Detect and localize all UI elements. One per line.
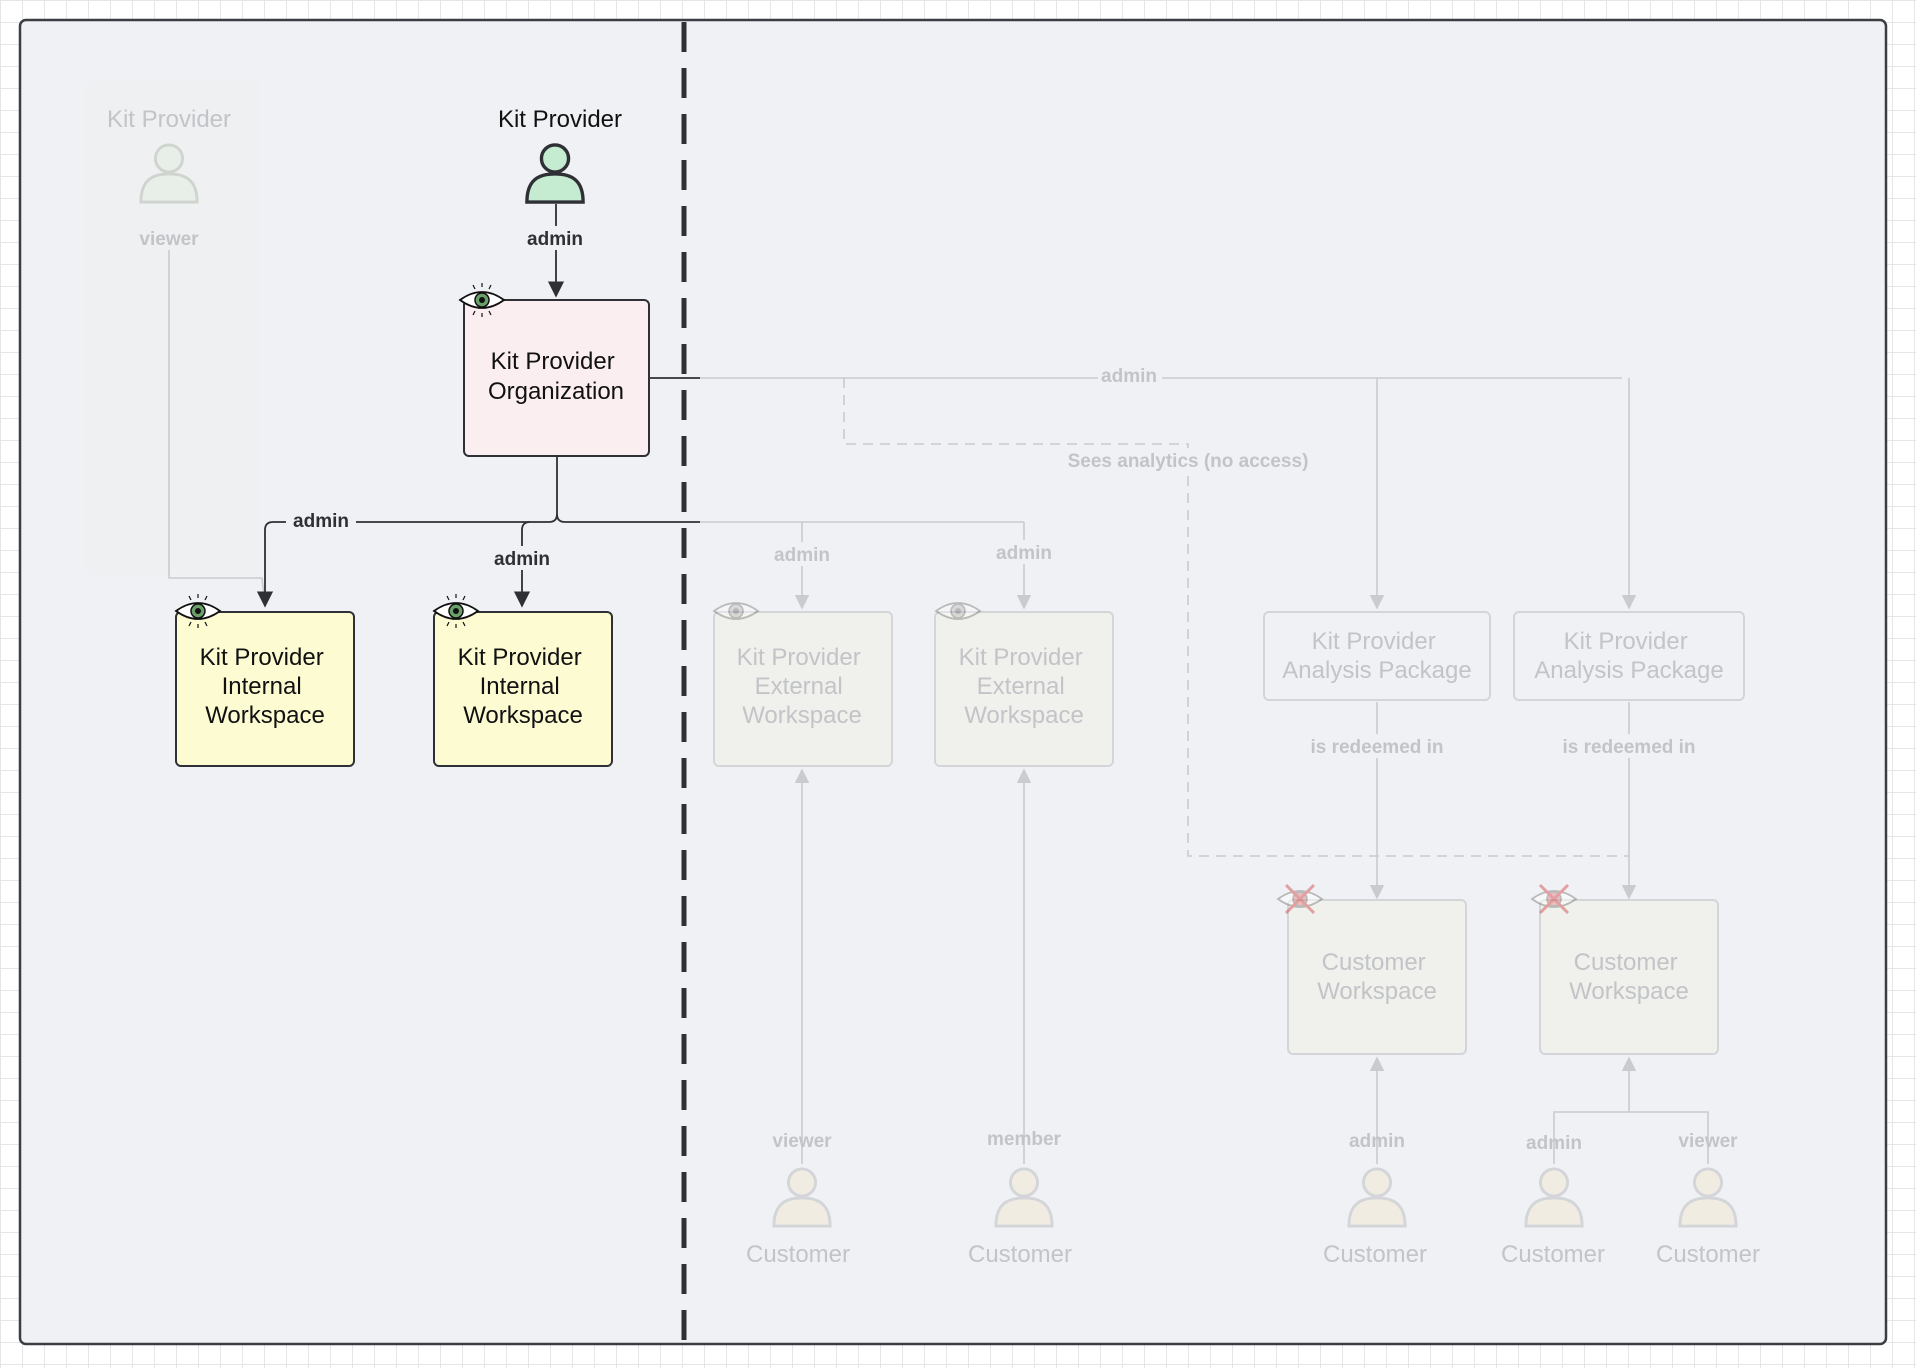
svg-text:Customer Workspace: Customer Workspace (1569, 949, 1689, 1005)
svg-text:Kit Provider Analysis Pa: Kit Provider Analysis Package (1282, 628, 1471, 684)
eye-icon (458, 283, 506, 317)
edge-label-redeemed-2: is redeemed in (1562, 737, 1695, 758)
node-organization[interactable]: Kit Provider Organization (463, 299, 650, 457)
node-customer-workspace-1[interactable]: Customer Workspace (1287, 899, 1467, 1055)
actor-kit-provider-active[interactable]: Kit Provider (498, 106, 622, 204)
svg-text:Kit Provider Analysis Pa: Kit Provider Analysis Package (1534, 628, 1723, 684)
edge-label-internal-2: admin (494, 549, 550, 570)
svg-text:Kit Provider External: Kit Provider External Workspace (959, 644, 1090, 729)
eye-icon (934, 602, 982, 620)
svg-text:Customer: Customer (1323, 1241, 1427, 1268)
edge-org-to-internal-2 (513, 521, 531, 608)
edge-label-redeemed-1: is redeemed in (1310, 737, 1443, 758)
edge-labels: admin admin admin admin Sees analytics (… (130, 226, 1738, 1154)
actor-customer-2[interactable]: Customer (968, 1167, 1072, 1268)
node-customer-workspace-2[interactable]: Customer Workspace (1539, 899, 1719, 1055)
svg-text:Customer: Customer (1501, 1241, 1605, 1268)
svg-text:Kit Provider External: Kit Provider External Workspace (737, 644, 868, 729)
eye-icon (174, 594, 222, 628)
eye-icon (712, 602, 760, 620)
svg-text:Kit Provider Internal: Kit Provider Internal Workspace (458, 644, 589, 729)
customer-role-2: member (987, 1129, 1062, 1150)
edge-label-external-1: admin (774, 545, 830, 566)
node-analysis-package-1[interactable]: Kit Provider Analysis Package (1263, 611, 1491, 701)
node-internal-workspace-2[interactable]: Kit Provider Internal Workspace (433, 611, 613, 767)
node-analysis-package-2[interactable]: Kit Provider Analysis Package (1513, 611, 1745, 701)
node-internal-workspace-1[interactable]: Kit Provider Internal Workspace (175, 611, 355, 767)
edge-org-right (556, 513, 700, 523)
actor-kit-provider-faded[interactable]: Kit Provider (107, 106, 231, 204)
eye-icon (432, 594, 480, 628)
svg-text:Kit Provider Internal: Kit Provider Internal Workspace (200, 644, 331, 729)
edge-label-packages: admin (1101, 366, 1157, 387)
edge-label-internal-1: admin (293, 511, 349, 532)
customer-role-4: admin (1526, 1133, 1582, 1154)
node-external-workspace-2[interactable]: Kit Provider External Workspace (934, 611, 1114, 767)
customer-role-3: admin (1349, 1131, 1405, 1152)
edge-label-sees-analytics: Sees analytics (no access) (1068, 451, 1309, 472)
svg-text:Customer: Customer (1656, 1241, 1760, 1268)
actor-customer-5[interactable]: Customer (1656, 1167, 1760, 1268)
actor-customer-4[interactable]: Customer (1501, 1167, 1605, 1268)
svg-text:Customer: Customer (746, 1241, 850, 1268)
actor-name: Kit Provider (107, 106, 231, 133)
edge-label-faded-viewer: viewer (139, 229, 199, 250)
svg-text:Customer Workspace: Customer Workspace (1317, 949, 1437, 1005)
customer-role-5: viewer (1678, 1131, 1738, 1152)
svg-text:Kit Provider Organizatio: Kit Provider Organization (488, 348, 624, 405)
node-external-workspace-1[interactable]: Kit Provider External Workspace (713, 611, 893, 767)
svg-text:Customer: Customer (968, 1241, 1072, 1268)
eye-crossed-icon (1530, 883, 1578, 915)
actor-customer-1[interactable]: Customer (746, 1167, 850, 1268)
eye-crossed-icon (1276, 883, 1324, 915)
customer-role-1: viewer (772, 1131, 832, 1152)
actor-name: Kit Provider (498, 106, 622, 133)
edge-label-provider-admin: admin (527, 229, 583, 250)
actor-customer-3[interactable]: Customer (1323, 1167, 1427, 1268)
edge-label-external-2: admin (996, 543, 1052, 564)
